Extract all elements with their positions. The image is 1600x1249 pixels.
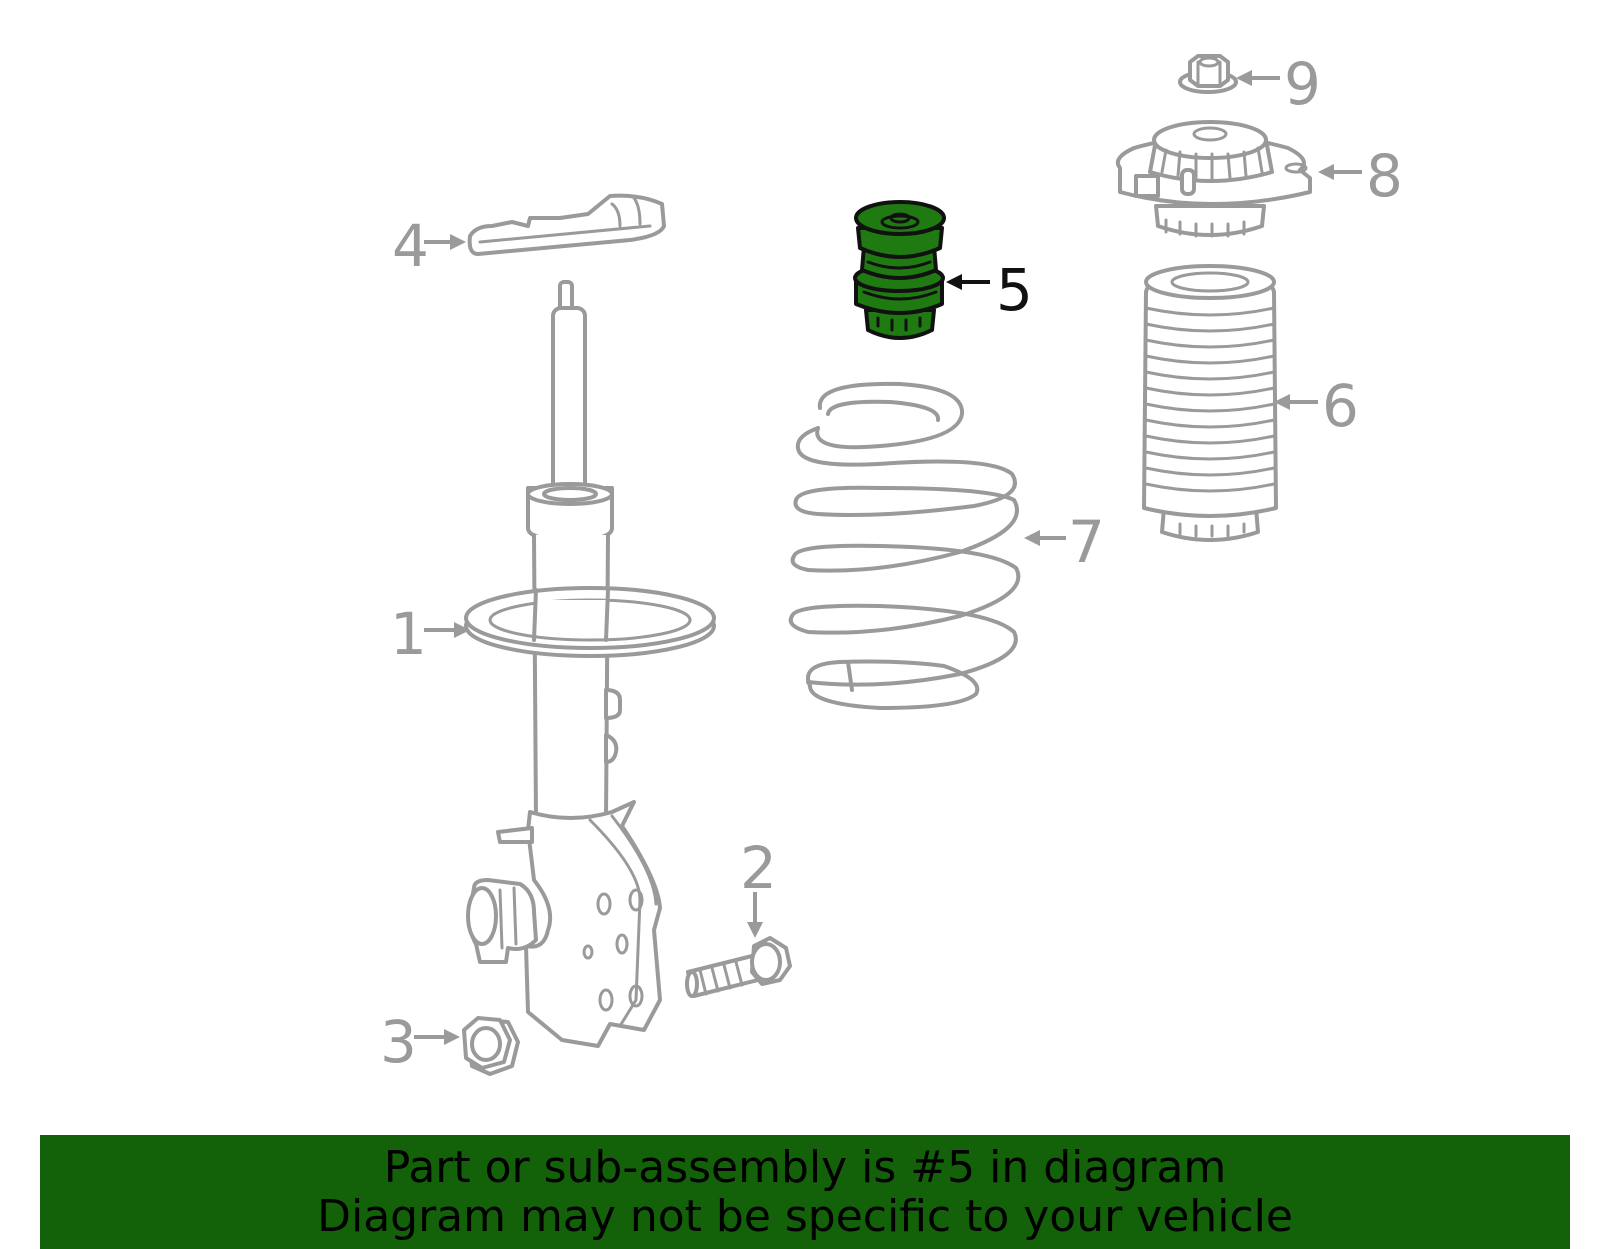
callout-6: 6: [1322, 372, 1359, 440]
strut-assembly: [464, 280, 716, 1048]
callout-8: 8: [1366, 142, 1403, 210]
top-nut: [1178, 54, 1238, 94]
callout-labels: 1 2 3 4 5 6 7 8 9: [380, 50, 1403, 1076]
nut: [462, 1016, 520, 1076]
callout-1: 1: [390, 600, 427, 668]
dust-boot: [1142, 264, 1278, 542]
callout-arrows: [414, 70, 1362, 1045]
banner-line-2: Diagram may not be specific to your vehi…: [317, 1191, 1293, 1242]
bolt: [685, 936, 792, 998]
callout-2: 2: [740, 834, 777, 902]
callout-9: 9: [1284, 50, 1321, 118]
callout-3: 3: [380, 1008, 417, 1076]
callout-5: 5: [996, 256, 1033, 324]
upper-seat-clip: [467, 193, 666, 256]
callout-4: 4: [392, 212, 429, 280]
info-banner: Part or sub-assembly is #5 in diagram Di…: [40, 1135, 1570, 1249]
parts-diagram: 1 2 3 4 5 6 7 8 9: [380, 50, 1403, 1076]
callout-7: 7: [1068, 508, 1105, 576]
banner-line-1: Part or sub-assembly is #5 in diagram: [383, 1142, 1227, 1193]
bump-stop-highlighted: [853, 200, 946, 340]
coil-spring: [788, 381, 1021, 710]
upper-mount: [1115, 120, 1312, 238]
